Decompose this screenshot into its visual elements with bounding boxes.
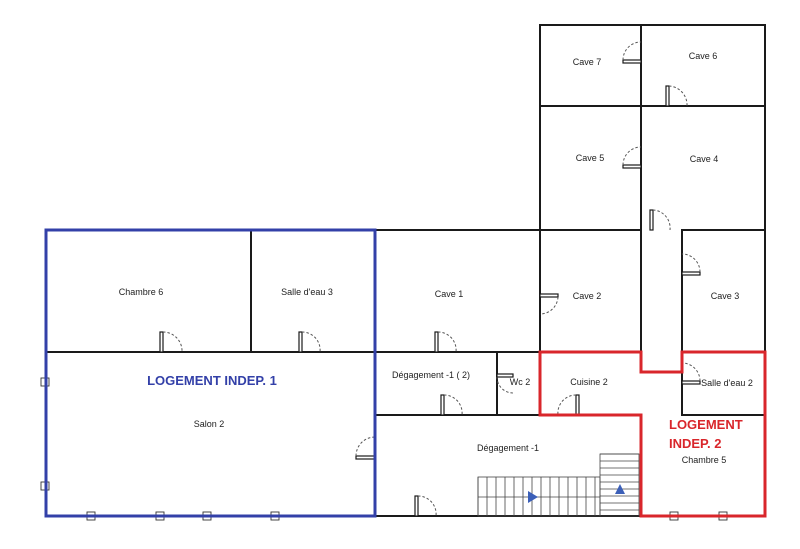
- door-salon2[interactable]: [355, 436, 376, 460]
- room-label-cave4: Cave 4: [690, 154, 719, 164]
- zone-logement-2-title-line2: INDEP. 2: [669, 436, 722, 451]
- walls: [45, 24, 766, 517]
- room-label-cave5: Cave 5: [576, 153, 605, 163]
- zone-logement-2-outline: [538, 350, 767, 518]
- room-label-salon2: Salon 2: [194, 419, 225, 429]
- room-label-cave6: Cave 6: [689, 51, 718, 61]
- room-label-salle-eau2: Salle d'eau 2: [701, 378, 753, 388]
- room-label-chambre5: Chambre 5: [682, 455, 727, 465]
- staircase: [477, 453, 640, 517]
- door-entrance[interactable]: [414, 495, 437, 517]
- room-label-cuisine2: Cuisine 2: [570, 377, 608, 387]
- door-cave3[interactable]: [681, 253, 701, 276]
- door-cave5[interactable]: [622, 146, 642, 169]
- door-wc2[interactable]: [496, 373, 514, 394]
- zone-logement-2-title-line1: LOGEMENT: [669, 417, 743, 432]
- door-salle-eau3[interactable]: [298, 331, 321, 353]
- room-labels: Cave 7 Cave 6 Cave 5 Cave 4 Chambre 6 Sa…: [119, 51, 753, 465]
- doors: [159, 41, 701, 517]
- room-label-cave7: Cave 7: [573, 57, 602, 67]
- windows: [40, 377, 728, 521]
- door-degagement-2[interactable]: [440, 394, 463, 416]
- door-cave7[interactable]: [622, 41, 642, 64]
- room-label-cave2: Cave 2: [573, 291, 602, 301]
- zone-logement-1-title: LOGEMENT INDEP. 1: [147, 373, 277, 388]
- door-cuisine2[interactable]: [557, 394, 580, 416]
- room-label-salle-eau3: Salle d'eau 3: [281, 287, 333, 297]
- door-chambre6[interactable]: [159, 331, 183, 353]
- zone-logement-1-outline: [44, 228, 377, 518]
- room-label-wc2: Wc 2: [510, 377, 531, 387]
- stair-arrow-up: [615, 484, 625, 494]
- door-cave2[interactable]: [539, 293, 559, 315]
- room-label-degagement-1: Dégagement -1: [477, 443, 539, 453]
- door-salle-eau2[interactable]: [681, 362, 701, 385]
- room-label-degagement-2: Dégagement -1 ( 2): [392, 370, 470, 380]
- door-cave1[interactable]: [434, 331, 457, 353]
- stair-arrow-right: [528, 491, 538, 503]
- door-cave4[interactable]: [649, 209, 671, 231]
- door-cave6[interactable]: [665, 85, 688, 107]
- room-label-chambre6: Chambre 6: [119, 287, 164, 297]
- room-label-cave3: Cave 3: [711, 291, 740, 301]
- room-label-cave1: Cave 1: [435, 289, 464, 299]
